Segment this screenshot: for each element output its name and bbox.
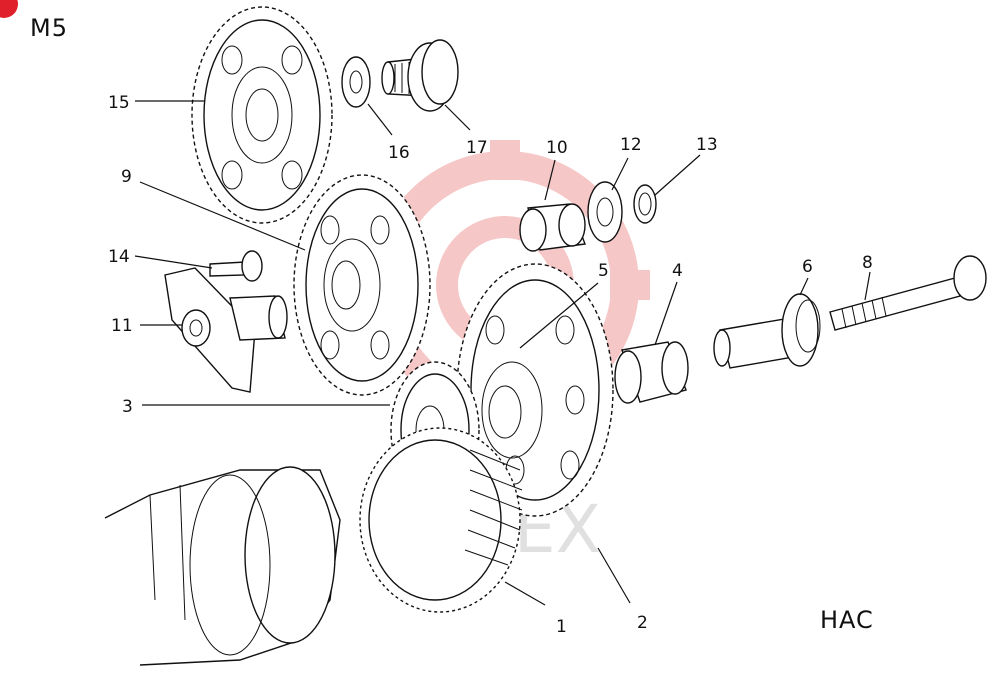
gear-15 — [191, 6, 333, 224]
part-label-10: 10 — [546, 138, 568, 158]
part-label-1: 1 — [556, 617, 567, 637]
shaft-6 — [713, 293, 821, 369]
gear-1 — [359, 427, 523, 613]
part-label-15: 15 — [108, 93, 130, 113]
part-label-6: 6 — [802, 257, 813, 277]
part-label-11: 11 — [111, 316, 133, 336]
part-label-17: 17 — [466, 138, 488, 158]
gear-9 — [293, 174, 431, 396]
bushing-4 — [614, 341, 689, 404]
crankshaft — [104, 466, 341, 666]
leader-lines — [134, 100, 871, 606]
part-label-5: 5 — [598, 261, 609, 281]
washer-12 — [587, 181, 623, 243]
part-label-13: 13 — [696, 135, 718, 155]
part-label-8: 8 — [862, 253, 873, 273]
corner-badge — [0, 0, 18, 18]
part-label-14: 14 — [108, 247, 130, 267]
gear-2 — [456, 263, 614, 517]
bolt-8 — [829, 255, 987, 331]
part-label-12: 12 — [620, 135, 642, 155]
bolt-14 — [209, 250, 263, 282]
circlip-13 — [633, 184, 657, 224]
part-label-4: 4 — [672, 261, 683, 281]
washer-16 — [341, 56, 371, 108]
part-label-3: 3 — [122, 397, 133, 417]
bushing-10 — [519, 203, 586, 252]
model-code: M5 — [30, 14, 68, 42]
bracket-11 — [164, 267, 288, 393]
variant-code: HAC — [820, 606, 874, 634]
part-label-9: 9 — [121, 167, 132, 187]
part-label-16: 16 — [388, 143, 410, 163]
part-label-2: 2 — [637, 613, 648, 633]
bolt-17 — [381, 39, 459, 112]
